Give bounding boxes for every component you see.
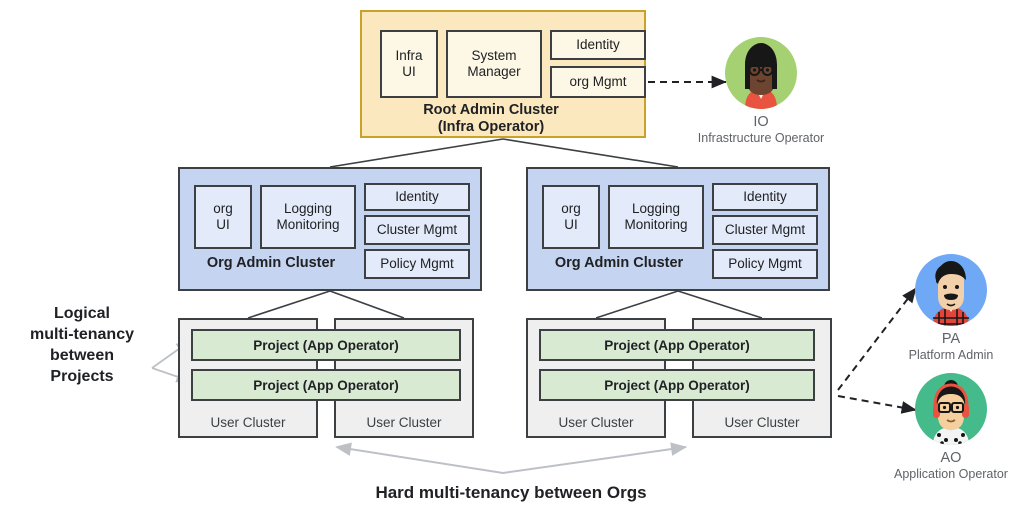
user-cluster-3-label: User Cluster [558,415,634,430]
component-logging-monitoring-right[interactable]: Logging Monitoring [608,185,704,249]
component-infra-ui[interactable]: Infra UI [380,30,438,98]
component-org-ui-left[interactable]: org UI [194,185,252,249]
component-policy-mgmt-left-label: Policy Mgmt [380,256,454,271]
person-avatar-io-icon [725,37,797,109]
org-admin-cluster-left[interactable]: org UI Logging Monitoring Identity Clust… [178,167,482,291]
component-logging-monitoring-left[interactable]: Logging Monitoring [260,185,356,249]
org-admin-cluster-right[interactable]: org UI Logging Monitoring Identity Clust… [526,167,830,291]
component-org-mgmt[interactable]: org Mgmt [550,66,646,98]
caption-left-line1: Logical [53,305,110,322]
persona-pa: PA Platform Admin [881,254,1021,362]
component-identity-left[interactable]: Identity [364,183,470,211]
component-org-ui-right-label: org UI [561,201,581,232]
persona-ao-role: Application Operator [894,467,1008,481]
component-identity-right[interactable]: Identity [712,183,818,211]
component-policy-mgmt-left[interactable]: Policy Mgmt [364,249,470,279]
component-identity-right-label: Identity [743,189,787,204]
component-policy-mgmt-right[interactable]: Policy Mgmt [712,249,818,279]
component-org-ui-right[interactable]: org UI [542,185,600,249]
caption-left-line2: multi-tenancy [29,326,134,343]
persona-io-abbr: IO [753,114,769,130]
persona-pa-abbr: PA [941,331,961,347]
root-admin-cluster-title-line2: (Infra Operator) [437,119,545,135]
user-cluster-1-label: User Cluster [210,415,286,430]
component-cluster-mgmt-left[interactable]: Cluster Mgmt [364,215,470,245]
caption-left-line3: between [49,347,114,364]
component-system-manager[interactable]: System Manager [446,30,542,98]
component-identity-root-label: Identity [576,37,620,52]
project-left-2[interactable]: Project (App Operator) [191,369,461,401]
root-admin-cluster[interactable]: Infra UI System Manager Identity org Mgm… [360,10,646,138]
component-system-manager-label: System Manager [467,48,521,79]
project-right-2[interactable]: Project (App Operator) [539,369,815,401]
connector-root-to-org-left [329,138,504,168]
component-logging-monitoring-right-label: Logging Monitoring [624,201,688,232]
component-infra-ui-label: Infra UI [395,48,423,79]
org-admin-cluster-left-title: Org Admin Cluster [206,255,336,271]
component-cluster-mgmt-right[interactable]: Cluster Mgmt [712,215,818,245]
root-admin-cluster-title: Root Admin Cluster (Infra Operator) [362,102,620,136]
connector-orgleft-to-uc1 [247,290,331,319]
user-cluster-4-label: User Cluster [724,415,800,430]
org-admin-cluster-right-title: Org Admin Cluster [554,255,684,271]
person-avatar-ao-icon [915,373,987,445]
component-policy-mgmt-right-label: Policy Mgmt [728,256,802,271]
component-logging-monitoring-left-label: Logging Monitoring [276,201,340,232]
project-right-1[interactable]: Project (App Operator) [539,329,815,361]
root-admin-cluster-title-line1: Root Admin Cluster [423,102,559,118]
persona-ao: AO Application Operator [881,373,1021,481]
caption-left-line4: Projects [50,368,114,385]
caption-hard-multitenancy: Hard multi-tenancy between Orgs [375,483,647,502]
connector-root-to-org-right [502,138,679,168]
connector-orgright-to-uc3 [595,290,679,319]
person-avatar-pa-icon [915,254,987,326]
connector-orgright-to-uc4 [677,290,763,319]
component-identity-root[interactable]: Identity [550,30,646,60]
component-cluster-mgmt-left-label: Cluster Mgmt [376,222,458,237]
component-cluster-mgmt-right-label: Cluster Mgmt [724,222,806,237]
component-identity-left-label: Identity [395,189,439,204]
connector-orgleft-to-uc2 [329,290,405,319]
persona-pa-role: Platform Admin [908,348,994,362]
component-org-mgmt-label: org Mgmt [569,74,627,89]
caption-logical-multitenancy: Logical multi-tenancy between Projects [8,303,156,387]
component-org-ui-left-label: org UI [213,201,233,232]
user-cluster-2-label: User Cluster [366,415,442,430]
persona-io: IO Infrastructure Operator [691,37,831,145]
persona-io-role: Infrastructure Operator [697,131,825,145]
arrow-hard-multitenancy [335,442,687,475]
persona-ao-abbr: AO [940,450,962,466]
project-left-1[interactable]: Project (App Operator) [191,329,461,361]
